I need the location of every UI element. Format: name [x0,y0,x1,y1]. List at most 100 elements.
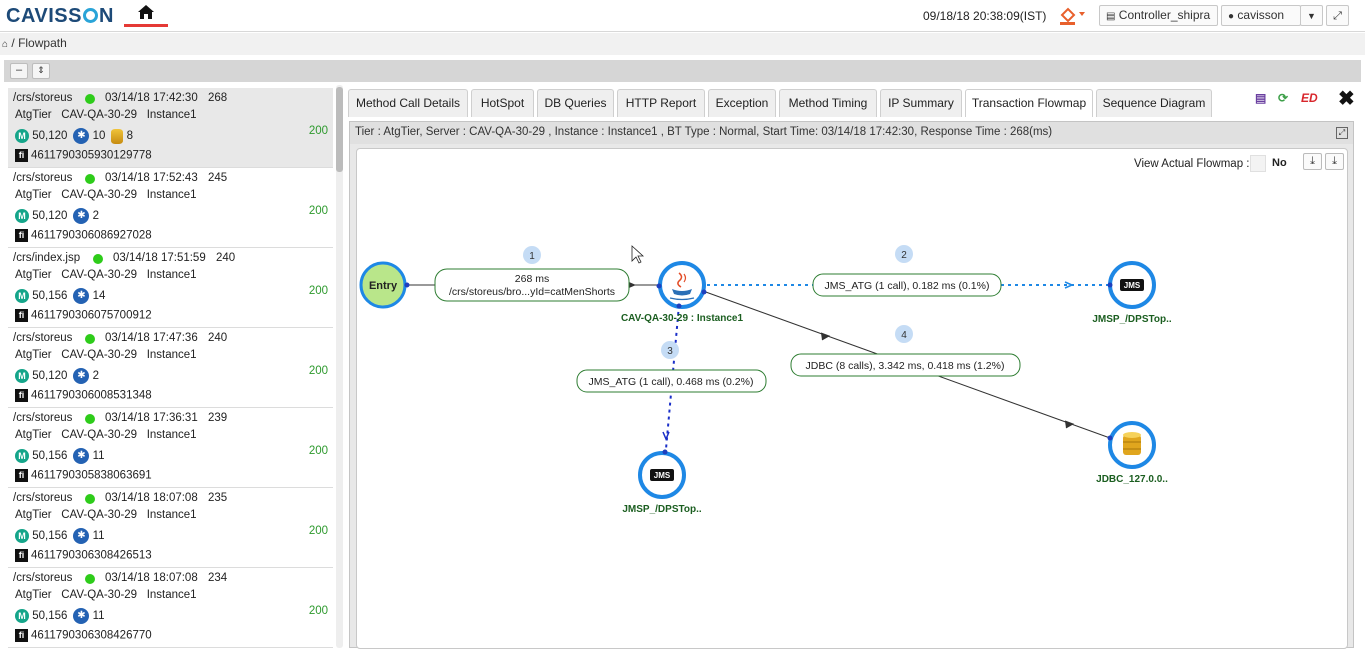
network-icon: ✱ [73,448,90,464]
logo-text-left: CAVISS [6,5,82,27]
jms-bottom-port [662,449,668,455]
fpi-value: 4611790305930129778 [31,149,152,162]
http-status-code: 200 [308,445,328,457]
method-count: 50,120 [32,370,68,383]
flowmap-canvas[interactable]: View Actual Flowmap : No ⤓ ⤓ Entry [356,148,1348,649]
method-icon: M [15,449,29,463]
fpi-icon: fi [15,229,28,242]
mouse-cursor-icon [631,245,645,264]
http-status-code: 200 [308,285,328,297]
edge1-label-box[interactable] [434,268,630,302]
minus-icon: – [15,64,23,76]
flowpath-response-time: 240 [208,332,228,344]
tab-db-queries[interactable]: DB Queries [537,89,614,117]
flowpath-counts: M 50,156✱ 14 [15,288,105,304]
paint-bucket-icon [1060,7,1085,25]
edge3-arrow [662,431,670,441]
network-call-count: 10 [92,130,106,143]
status-dot [85,414,95,424]
network-call-count: 11 [92,610,105,623]
network-icon: ✱ [73,528,90,544]
edge4-label-box[interactable] [790,353,1021,377]
download-button[interactable]: ⤓ [1303,153,1322,170]
edge3-number: 3 [667,346,673,357]
status-dot [85,574,95,584]
flowpath-url: /crs/storeus [13,332,73,344]
paint-bucket-button[interactable] [1058,6,1088,26]
fpi-value: 4611790306075700912 [31,309,152,322]
instance-name: Instance1 [146,109,197,121]
close-icon[interactable]: ✖ [1338,88,1355,110]
fullscreen-button[interactable]: ⤢ [1326,5,1349,26]
server-name: CAV-QA-30-29 [61,429,138,441]
tab-http-report[interactable]: HTTP Report [617,89,705,117]
view-actual-flowmap-toggle[interactable] [1250,155,1266,172]
home-small-icon[interactable]: ⌂ [2,39,9,50]
fpi-icon: fi [15,549,28,562]
fpi-value: 4611790305838063691 [31,469,152,482]
jdbc-port [1107,435,1113,441]
tab-method-timing[interactable]: Method Timing [779,89,877,117]
edge2-label-box[interactable] [812,273,1002,297]
tier-name: AtgTier [15,429,52,441]
controller-label: Controller_shipra [1118,8,1211,22]
flowpath-timestamp: 03/14/18 17:51:59 [113,252,206,264]
jms-bottom-label: JMSP_/DPSTop.. [622,504,701,515]
network-call-count: 11 [92,530,105,543]
flowpath-timestamp: 03/14/18 18:07:08 [105,572,198,584]
network-call-count: 11 [92,450,105,463]
edge4-label: JDBC (8 calls), 3.342 ms, 0.418 ms (1.2%… [806,360,1005,372]
tab-hotspot[interactable]: HotSpot [471,89,534,117]
refresh-icon[interactable]: ⟳ [1278,91,1289,105]
home-button[interactable] [124,2,168,27]
sort-button[interactable]: ⇕ [32,63,50,79]
download-all-button[interactable]: ⤓ [1325,153,1344,170]
network-icon: ✱ [73,368,90,384]
maximize-icon[interactable]: ⤢ [1336,127,1348,139]
ed-icon[interactable]: ED [1301,91,1318,105]
scrollbar-thumb[interactable] [336,87,343,172]
instance-name: Instance1 [146,189,197,201]
flowpath-list-scrollbar[interactable] [336,85,343,648]
flowpath-counts: M 50,120✱ 10 8 [15,128,133,144]
collapse-button[interactable]: – [10,63,28,79]
edge2-number-badge [895,245,913,263]
tier-name: AtgTier [15,349,52,361]
logo-o-glyph [82,8,98,23]
tab-sequence-diagram[interactable]: Sequence Diagram [1096,89,1212,117]
controller-selector[interactable]: ▤ Controller_shipra [1099,5,1218,26]
method-icon: M [15,609,29,623]
tier-instance-node[interactable] [658,261,706,309]
flowpath-counts: M 50,156✱ 11 [15,608,105,624]
edge3-label-box[interactable] [576,369,767,393]
network-call-count: 2 [92,210,99,223]
report-icon[interactable]: ▤ [1255,91,1267,105]
entry-port [404,282,410,288]
tier-port-left [656,283,662,289]
flowmap-graph: Entry 1 268 ms /crs/storeus/bro...yId=ca… [359,245,1172,515]
breadcrumb: ⌂ / Flowpath [0,33,1365,55]
home-icon [138,5,154,19]
tier-port-right [701,289,707,295]
flowpath-location: AtgTier CAV-QA-30-29 Instance1 [15,429,197,441]
server-icon: ▤ [1106,11,1116,22]
tab-ip-summary[interactable]: IP Summary [880,89,962,117]
user-menu-button[interactable]: ● cavisson [1221,5,1301,26]
flowpath-counts: M 50,120✱ 2 [15,208,99,224]
tab-method-call-details[interactable]: Method Call Details [348,89,468,117]
flowpath-url: /crs/index.jsp [13,252,81,264]
method-count: 50,156 [32,290,68,303]
tab-transaction-flowmap[interactable]: Transaction Flowmap [965,89,1093,117]
tab-exception[interactable]: Exception [708,89,776,117]
user-dropdown-toggle[interactable]: ▼ [1300,5,1323,26]
